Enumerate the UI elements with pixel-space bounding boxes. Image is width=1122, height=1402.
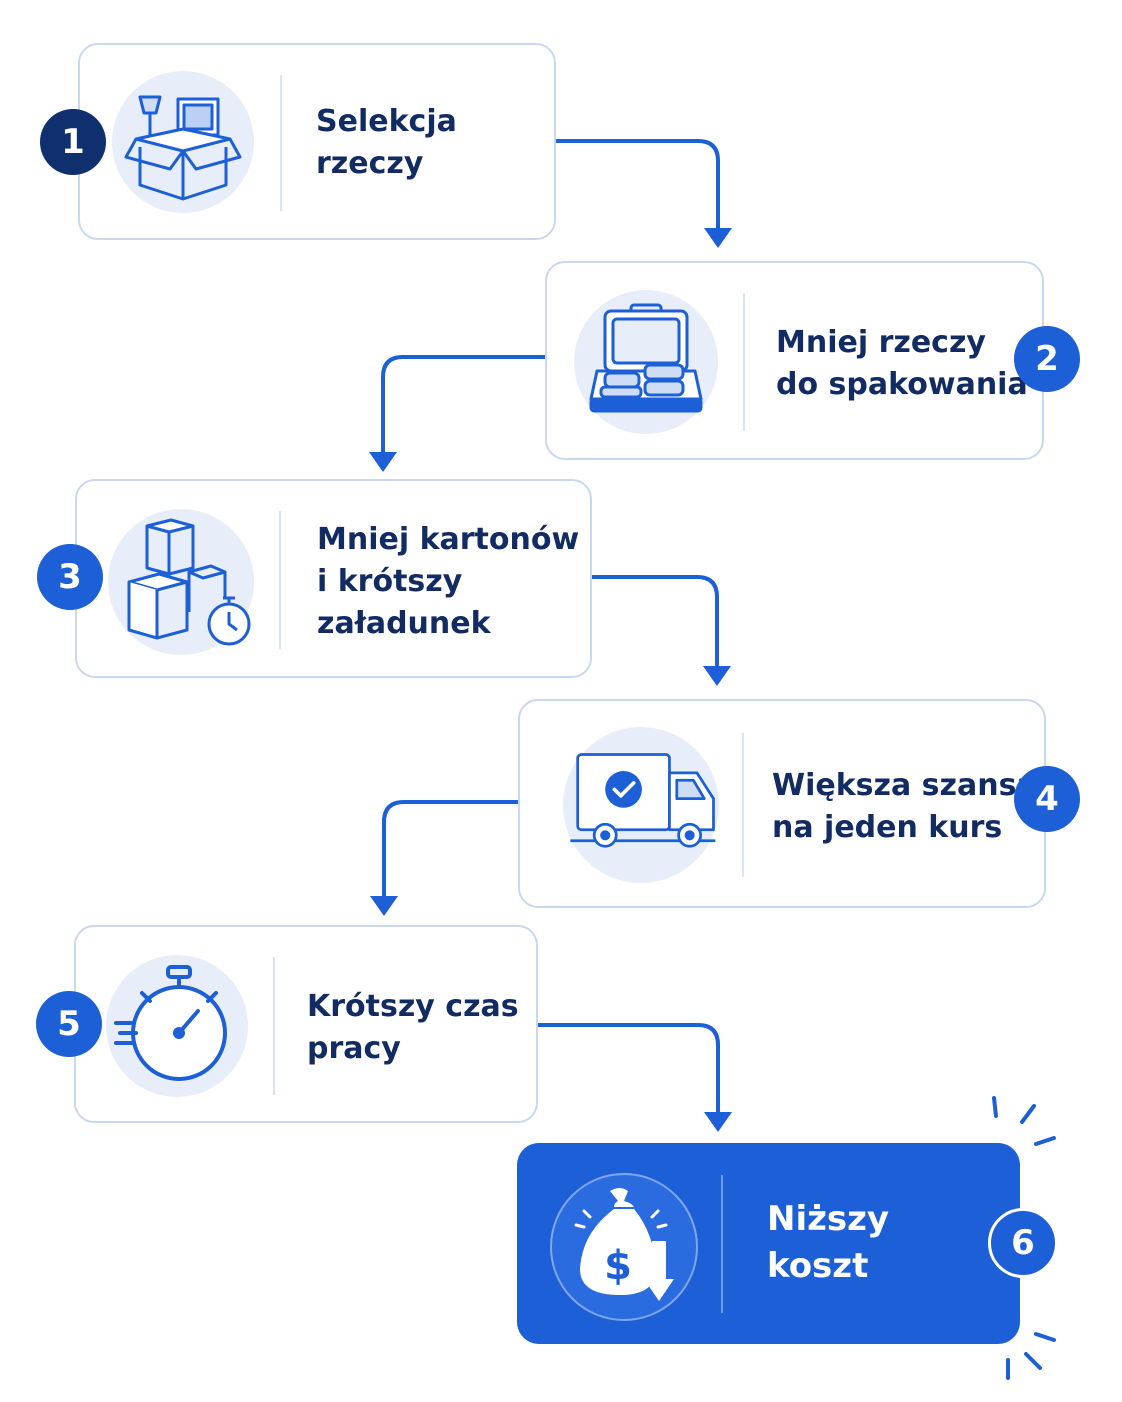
card-divider bbox=[721, 1175, 723, 1313]
arrowhead-3 bbox=[703, 666, 731, 686]
boxes-stopwatch-icon bbox=[108, 509, 254, 655]
step-badge-3: 3 bbox=[37, 544, 103, 610]
step-badge-5: 5 bbox=[36, 991, 102, 1057]
connector-5-6 bbox=[536, 1023, 720, 1114]
step-card-3: Mniej kartonów i krótszy załadunek bbox=[75, 479, 592, 678]
card-divider bbox=[280, 75, 282, 211]
step-label-3: Mniej kartonów i krótszy załadunek bbox=[317, 522, 580, 641]
arrowhead-4 bbox=[370, 896, 398, 916]
card-divider bbox=[279, 511, 281, 649]
truck-check-icon bbox=[563, 727, 719, 883]
svg-text:$: $ bbox=[604, 1243, 632, 1289]
step-card-6: $ Niższy koszt bbox=[517, 1143, 1020, 1344]
connector-1-2 bbox=[555, 139, 720, 230]
step-label-6: Niższy koszt bbox=[767, 1199, 890, 1286]
stopwatch-icon bbox=[106, 955, 248, 1097]
step-label-5: Krótszy czas pracy bbox=[307, 989, 519, 1066]
connector-3-4 bbox=[591, 575, 719, 668]
card-divider bbox=[742, 733, 744, 877]
step-badge-2: 2 bbox=[1014, 326, 1080, 392]
connector-2-3 bbox=[381, 355, 547, 454]
step-label-1: Selekcja rzeczy bbox=[316, 104, 457, 181]
box-with-items-icon bbox=[112, 71, 254, 213]
money-bag-down-icon: $ bbox=[550, 1173, 698, 1321]
open-suitcase-icon bbox=[574, 290, 718, 434]
step-badge-1: 1 bbox=[40, 109, 106, 175]
step-card-2: Mniej rzeczy do spakowania bbox=[545, 261, 1044, 460]
step-label-4: Większa szansa na jeden kurs bbox=[772, 768, 1037, 845]
arrowhead-1 bbox=[704, 228, 732, 248]
step-badge-6: 6 bbox=[988, 1208, 1058, 1278]
step-card-4: Większa szansa na jeden kurs bbox=[518, 699, 1046, 908]
step-card-5: Krótszy czas pracy bbox=[74, 925, 538, 1123]
arrowhead-2 bbox=[369, 452, 397, 472]
step-card-1: Selekcja rzeczy bbox=[78, 43, 556, 240]
card-divider bbox=[273, 957, 275, 1095]
card-divider bbox=[743, 293, 745, 431]
step-label-2: Mniej rzeczy do spakowania bbox=[776, 325, 1028, 402]
connector-4-5 bbox=[382, 800, 520, 898]
step-badge-4: 4 bbox=[1014, 766, 1080, 832]
arrowhead-5 bbox=[704, 1112, 732, 1132]
